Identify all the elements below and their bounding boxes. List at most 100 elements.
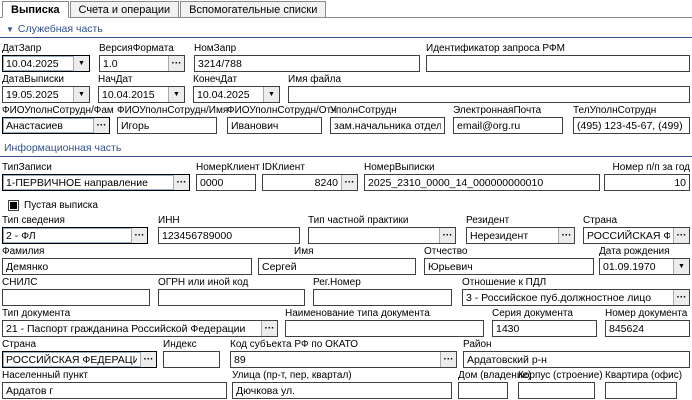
rezident-ellipsis-button[interactable]: ··· — [558, 228, 574, 243]
field-label: ВерсияФормата — [99, 43, 174, 54]
empty-statement-row: Пустая выписка — [8, 199, 692, 212]
strana-1-ellipsis-button[interactable]: ··· — [673, 228, 689, 243]
email-input[interactable] — [454, 118, 562, 133]
info-section-header: Информационная часть — [0, 140, 692, 157]
field-label: ДатЗапр — [2, 43, 42, 54]
seriya-dokumenta-input[interactable] — [493, 321, 596, 336]
field-label: Отношение к ПДЛ — [462, 277, 547, 288]
tel-input[interactable] — [574, 118, 689, 133]
indeks-input[interactable] — [164, 352, 219, 367]
field-label: Номер документа — [605, 308, 688, 319]
field-nas-punkt: Населенный пункт — [2, 369, 227, 399]
versiya-formata-input[interactable] — [100, 56, 168, 71]
nachdat-input[interactable] — [99, 87, 168, 102]
data-rozhdeniya-input[interactable] — [600, 259, 673, 274]
raion-input[interactable] — [464, 352, 689, 367]
tip-dokumenta-ellipsis-button[interactable]: ··· — [261, 321, 277, 336]
otchestvo-input[interactable] — [425, 259, 593, 274]
ident-rfm-input[interactable] — [427, 56, 689, 71]
strana-2-ellipsis-button[interactable]: ··· — [140, 352, 156, 367]
field-person-imya: Имя — [258, 245, 416, 275]
id-klient-ellipsis-button[interactable]: ··· — [341, 175, 357, 190]
field-familiya: Фамилия — [2, 245, 252, 275]
datzapr-input[interactable] — [3, 56, 73, 71]
dom-input[interactable] — [459, 383, 507, 398]
tip-praktiki-ellipsis-button[interactable]: ··· — [439, 228, 455, 243]
ulitsa-input[interactable] — [233, 383, 451, 398]
tab-bar: Выписка Счета и операции Вспомогательные… — [0, 0, 692, 18]
ogrn-input[interactable] — [159, 290, 304, 305]
upoln-sotrudn-input[interactable] — [331, 118, 444, 133]
fio-fam-ellipsis-button[interactable]: ··· — [93, 118, 109, 133]
empty-statement-checkbox[interactable] — [8, 200, 19, 211]
tab-vypiska[interactable]: Выписка — [2, 1, 69, 18]
data-vypiski-dropdown-button[interactable]: ▼ — [73, 87, 89, 102]
fio-imya-input[interactable] — [118, 118, 216, 133]
strana-2-input[interactable] — [3, 352, 140, 367]
pdl-ellipsis-button[interactable]: ··· — [673, 290, 689, 305]
konechdat-dropdown-button[interactable]: ▼ — [263, 87, 279, 102]
nachdat-dropdown-button[interactable]: ▼ — [168, 87, 184, 102]
tab-accounts-operations[interactable]: Счета и операции — [69, 1, 180, 17]
okato-input[interactable] — [231, 352, 440, 367]
field-reg-nomer: Рег.Номер — [313, 276, 452, 306]
nomer-dokumenta-input[interactable] — [606, 321, 689, 336]
familiya-input[interactable] — [3, 259, 251, 274]
kvartira-input[interactable] — [606, 383, 676, 398]
field-label: ТелУполнСотрудн — [573, 105, 657, 116]
field-ident-rfm: Идентификатор запроса РФМ — [426, 42, 690, 72]
field-label: Индекс — [163, 339, 197, 350]
nomzapr-input[interactable] — [195, 56, 419, 71]
konechdat-input[interactable] — [194, 87, 263, 102]
field-label: Отчество — [424, 246, 468, 257]
field-label: Рег.Номер — [313, 277, 361, 288]
inn-input[interactable] — [159, 228, 299, 243]
pdl-input[interactable] — [463, 290, 673, 305]
id-klient-input[interactable] — [263, 175, 341, 190]
tip-zapisi-input[interactable] — [3, 175, 173, 190]
strana-1-input[interactable] — [584, 228, 673, 243]
data-rozhdeniya-dropdown-button[interactable]: ▼ — [673, 259, 689, 274]
section-title: Служебная часть — [17, 23, 103, 35]
nas-punkt-input[interactable] — [3, 383, 226, 398]
reg-nomer-input[interactable] — [314, 290, 451, 305]
field-label: ИНН — [158, 215, 180, 226]
imya-faila-input[interactable] — [289, 87, 689, 102]
fio-fam-input[interactable] — [3, 118, 93, 133]
field-konechdat: КонечДат ▼ — [193, 73, 280, 103]
tip-svedeniya-ellipsis-button[interactable]: ··· — [131, 228, 147, 243]
field-fio-fam: ФИОУполнСотрудн/Фам ··· — [2, 104, 114, 134]
field-label: Код субъекта РФ по ОКАТО — [230, 339, 359, 350]
nomer-klient-input[interactable] — [197, 175, 255, 190]
okato-ellipsis-button[interactable]: ··· — [440, 352, 456, 367]
tab-aux-lists[interactable]: Вспомогательные списки — [180, 1, 327, 17]
field-label: ФИОУполнСотрудн/Фам — [2, 105, 114, 116]
fio-otch-input[interactable] — [228, 118, 321, 133]
field-label: ФИОУполнСотрудн/Отч — [227, 105, 337, 116]
field-inn: ИНН — [158, 214, 300, 244]
field-tip-dokumenta: Тип документа ··· — [2, 307, 278, 337]
rezident-input[interactable] — [467, 228, 558, 243]
tip-praktiki-input[interactable] — [309, 228, 439, 243]
person-imya-input[interactable] — [259, 259, 415, 274]
tip-dokumenta-input[interactable] — [3, 321, 261, 336]
snils-input[interactable] — [3, 290, 149, 305]
data-vypiski-input[interactable] — [3, 87, 73, 102]
field-label: Имя файла — [288, 74, 342, 85]
field-label: ЭлектроннаяПочта — [453, 105, 542, 116]
datzapr-dropdown-button[interactable]: ▼ — [73, 56, 89, 71]
field-label: ТипЗаписи — [2, 162, 52, 173]
field-label: Идентификатор запроса РФМ — [426, 43, 565, 54]
field-label: НомерВыписки — [364, 162, 435, 173]
collapse-icon[interactable]: ▼ — [6, 24, 14, 34]
korpus-input[interactable] — [519, 383, 594, 398]
field-data-vypiski: ДатаВыписки ▼ — [2, 73, 90, 103]
nomer-vypiski-input[interactable] — [365, 175, 599, 190]
nomer-pp-input[interactable] — [605, 175, 689, 190]
naim-tipa-dokumenta-input[interactable] — [286, 321, 483, 336]
tip-zapisi-ellipsis-button[interactable]: ··· — [173, 175, 189, 190]
tip-svedeniya-input[interactable] — [3, 228, 131, 243]
versiya-formata-ellipsis-button[interactable]: ··· — [168, 56, 184, 71]
field-tip-zapisi: ТипЗаписи ··· — [2, 161, 190, 191]
field-tip-svedeniya: Тип сведения ··· — [2, 214, 148, 244]
